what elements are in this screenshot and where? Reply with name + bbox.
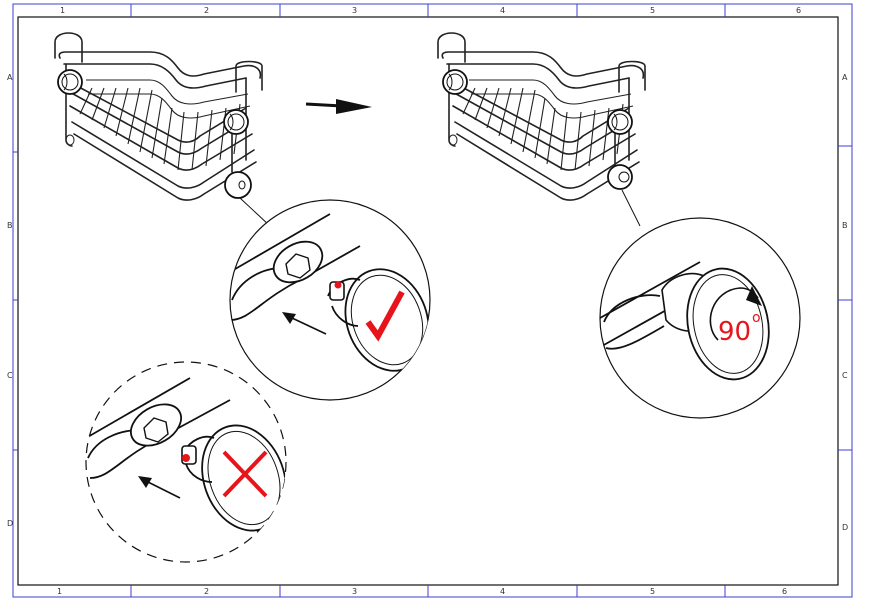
column-label-top: 4 [500, 6, 505, 15]
column-label-top: 3 [352, 6, 357, 15]
column-label-bottom: 5 [650, 587, 655, 596]
next-step-arrow-icon [305, 99, 372, 114]
row-label-right: B [842, 221, 848, 230]
row-label-left: C [7, 371, 13, 380]
row-label-right: C [842, 371, 848, 380]
column-label-bottom: 2 [204, 587, 209, 596]
suction-cup-icon [607, 164, 633, 190]
row-label-right: A [842, 73, 848, 82]
column-label-top: 6 [796, 6, 801, 15]
check-mark-icon [365, 290, 405, 342]
basket-right [437, 32, 646, 201]
column-label-top: 5 [650, 6, 655, 15]
detail-rotate-90: 90 o [599, 217, 801, 419]
column-label-top: 2 [204, 6, 209, 15]
row-label-right: D [842, 523, 848, 532]
row-label-left: D [7, 519, 13, 528]
basket-left [54, 32, 263, 201]
detail-leader-line [239, 197, 271, 227]
row-label-left: A [7, 73, 13, 82]
cross-mark-icon [222, 450, 268, 498]
column-label-top: 1 [60, 6, 65, 15]
detail-wrong-insertion [85, 361, 287, 563]
rotation-angle-label: 90 [718, 317, 751, 347]
column-label-bottom: 3 [352, 587, 357, 596]
column-dividers [13, 4, 852, 597]
rotation-degree-symbol: o [752, 310, 761, 326]
row-label-left: B [7, 221, 13, 230]
detail-leader-line [621, 189, 641, 227]
column-label-bottom: 6 [782, 587, 787, 596]
detail-correct-insertion [229, 199, 431, 401]
suction-cup-icon [224, 171, 252, 199]
column-label-bottom: 4 [500, 587, 505, 596]
column-label-bottom: 1 [57, 587, 62, 596]
